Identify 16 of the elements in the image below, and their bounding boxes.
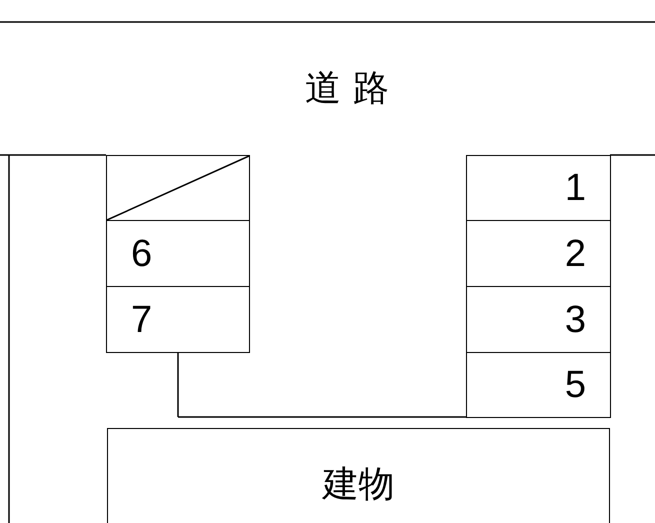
building-label: 建物 bbox=[322, 466, 394, 502]
parking-space bbox=[466, 352, 611, 418]
parking-space bbox=[466, 155, 611, 221]
space-number: 6 bbox=[131, 234, 152, 272]
space-number: 5 bbox=[564, 366, 586, 404]
building-block bbox=[107, 428, 610, 523]
space-number: 1 bbox=[564, 169, 586, 207]
road-label: 道路 bbox=[305, 70, 401, 106]
parking-space bbox=[466, 286, 611, 353]
space-number: 3 bbox=[564, 300, 586, 338]
space-number: 2 bbox=[564, 234, 586, 272]
space-number: 7 bbox=[131, 300, 152, 338]
parking-space bbox=[106, 286, 250, 353]
parking-space bbox=[466, 220, 611, 287]
parking-space bbox=[106, 155, 250, 221]
parking-space bbox=[106, 220, 250, 287]
